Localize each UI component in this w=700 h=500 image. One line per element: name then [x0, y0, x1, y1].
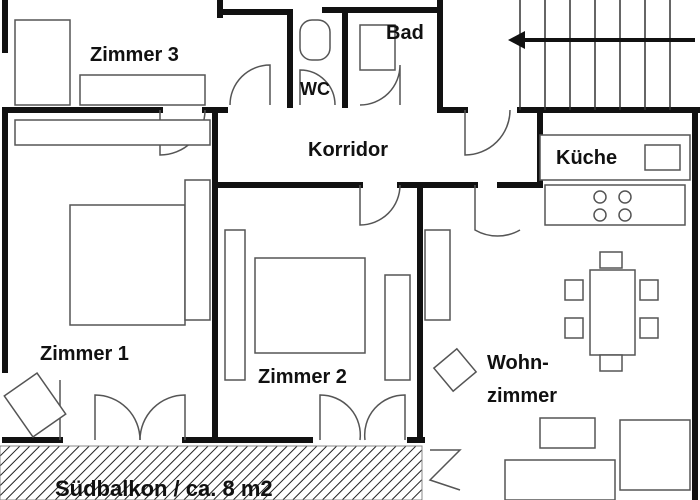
- balcony-area: [0, 445, 423, 500]
- doors: [59, 64, 521, 491]
- room-label-korridor: Korridor: [308, 139, 388, 161]
- room-label-wohnzimmer-1: Wohn-: [487, 352, 549, 374]
- room-label-wohnzimmer-2: zimmer: [487, 385, 558, 407]
- room-label-zimmer-1: Zimmer 1: [40, 343, 129, 365]
- furniture: [3, 19, 691, 500]
- stair-arrow-icon: [508, 31, 525, 49]
- room-label-zimmer-2: Zimmer 2: [258, 366, 347, 388]
- room-label-zimmer-3: Zimmer 3: [90, 44, 179, 66]
- room-label-balkon: Südbalkon / ca. 8 m2: [55, 476, 273, 500]
- room-label-bad: Bad: [386, 22, 424, 44]
- room-label-kueche: Küche: [556, 147, 618, 169]
- room-label-wc: WC: [300, 79, 330, 99]
- staircase: [515, 0, 695, 110]
